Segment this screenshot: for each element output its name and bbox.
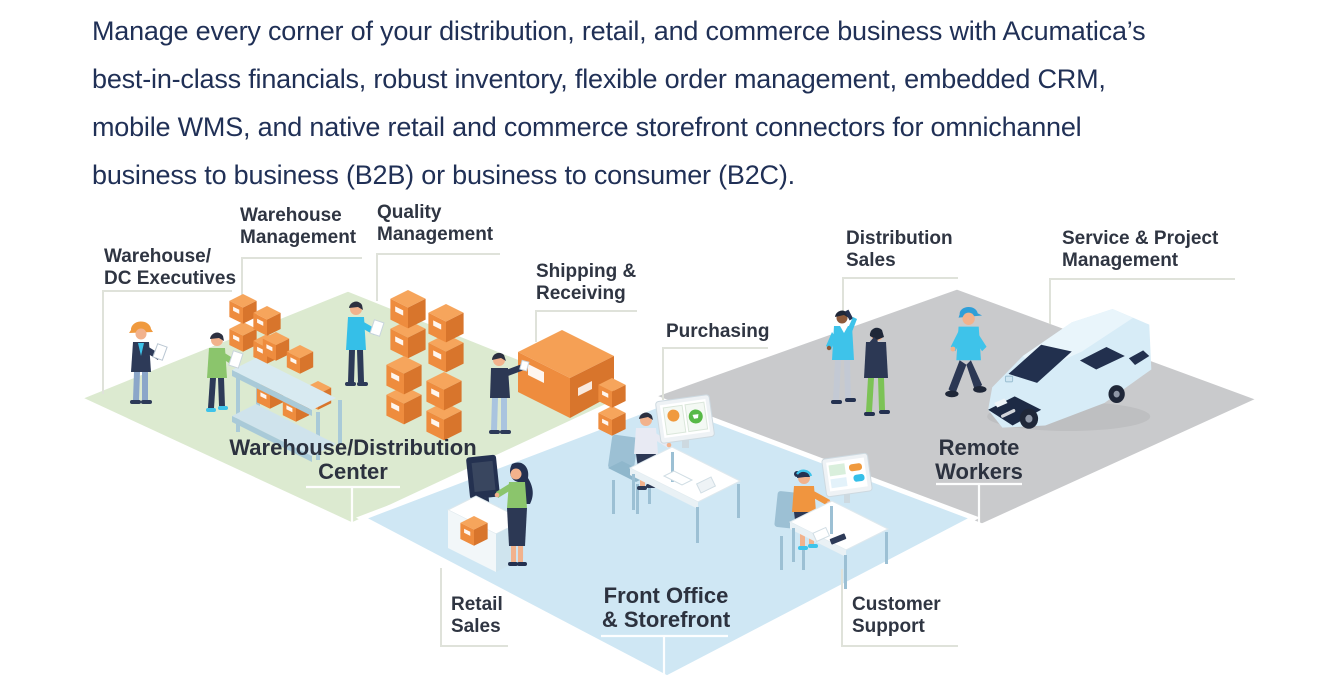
customer-support-desk (774, 452, 890, 589)
callout-service-project-management: Service & Project Management (1062, 228, 1219, 271)
callout-purchasing: Purchasing (666, 321, 770, 342)
callout-warehouse-management: Warehouse Management (240, 205, 357, 248)
figure-retail-sales-associate (494, 462, 533, 566)
figure-warehouse-management-worker (206, 332, 244, 412)
figure-warehouse-dc-executive (129, 321, 168, 404)
service-van (987, 308, 1152, 432)
front-office-desk (608, 394, 742, 543)
callout-quality-management: Quality Management (377, 202, 494, 245)
callout-leader-lines (102, 253, 1235, 647)
callout-distribution-sales: Distribution Sales (846, 228, 953, 271)
figure-shipping-worker (489, 352, 530, 434)
intro-line: Manage every corner of your distribution… (92, 16, 1146, 46)
intro-line: business to business (B2B) or business t… (92, 160, 795, 190)
zone-label-front-office-storefront: Front Office & Storefront (601, 583, 731, 632)
callout-retail-sales: Retail Sales (451, 594, 503, 637)
zone-label-warehouse-distribution-center: Warehouse/Distribution Center (229, 435, 477, 484)
figure-remote-worker (945, 307, 987, 398)
intro-line: best-in-class financials, robust invento… (92, 64, 1106, 94)
figure-distribution-sales-pair (826, 309, 890, 416)
callout-shipping-receiving: Shipping & Receiving (536, 261, 637, 304)
warehouse-shelf-rack (232, 332, 342, 462)
callout-customer-support: Customer Support (852, 594, 941, 637)
intro-text: Manage every corner of your distribution… (92, 7, 1146, 199)
zone-leader-lines (306, 482, 1022, 677)
zone-label-remote-workers: Remote Workers (935, 435, 1023, 484)
shipping-boxes (518, 330, 614, 418)
intro-line: mobile WMS, and native retail and commer… (92, 112, 1082, 142)
figure-quality-manager (345, 301, 385, 386)
callout-warehouse-dc-executives: Warehouse/ DC Executives (104, 246, 237, 289)
